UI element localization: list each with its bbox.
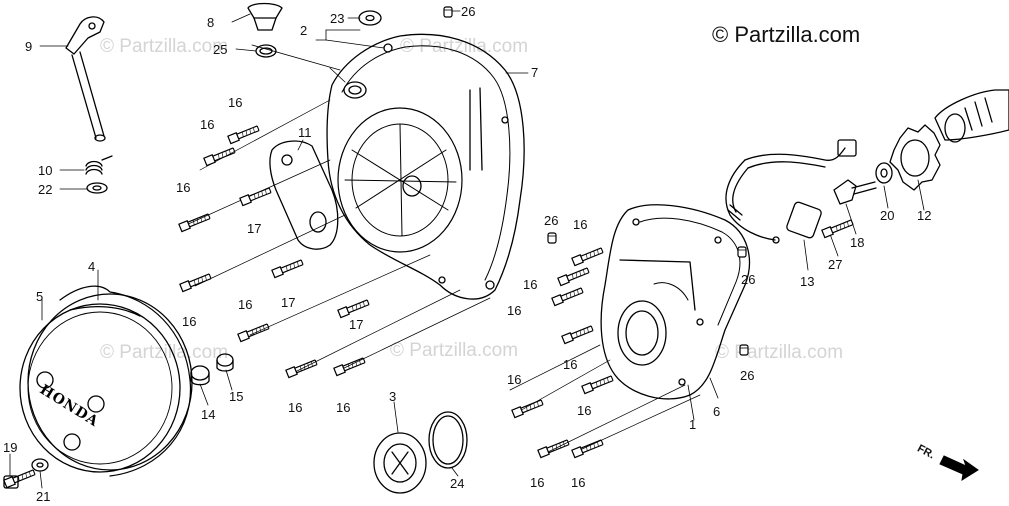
part-label: 16 (530, 475, 545, 490)
part-label: 16 (507, 303, 522, 318)
part-label: 16 (200, 117, 215, 132)
part-label: 16 (336, 400, 351, 415)
part-label: 13 (800, 274, 815, 289)
part-label: 4 (88, 259, 96, 274)
part-label: 8 (207, 15, 215, 30)
part-label: 16 (182, 314, 197, 329)
part-label: 7 (531, 65, 539, 80)
part-label: 16 (238, 297, 253, 312)
part-label: 9 (25, 39, 33, 54)
watermark: © Partzilla.com (390, 340, 519, 361)
part-label: 22 (38, 182, 53, 197)
part-label: 16 (176, 180, 191, 195)
part-label: 27 (828, 257, 843, 272)
part-label: 25 (213, 42, 228, 57)
part-label: 21 (36, 489, 51, 504)
part-label: 10 (38, 163, 53, 178)
part-label: 6 (713, 404, 721, 419)
part-label: 16 (573, 217, 588, 232)
watermark: © Partzilla.com (100, 36, 229, 57)
part-label: 1 (689, 417, 697, 432)
part-label: 17 (349, 317, 364, 332)
part-label: 11 (298, 125, 312, 140)
watermark: © Partzilla.com (400, 36, 529, 57)
part-label: 2 (300, 23, 308, 38)
part-label: 16 (563, 357, 578, 372)
part-label: 18 (850, 235, 865, 250)
part-label: 16 (523, 277, 538, 292)
part-label: 20 (880, 208, 895, 223)
part-label: 26 (461, 4, 476, 19)
part-label: 16 (571, 475, 586, 490)
part-label: 26 (544, 213, 559, 228)
part-label: 16 (228, 95, 243, 110)
part-label: 26 (741, 272, 756, 287)
part-label: 17 (247, 221, 262, 236)
part-label: 5 (36, 289, 44, 304)
part-label: 26 (740, 368, 755, 383)
part-label: 23 (330, 11, 345, 26)
part-label: 16 (288, 400, 303, 415)
part-label: 16 (577, 403, 592, 418)
copyright-text: © Partzilla.com (712, 22, 861, 47)
part-label: 24 (450, 476, 465, 491)
part-label: 15 (229, 389, 244, 404)
part-label: 12 (917, 208, 932, 223)
part-label: 19 (3, 440, 18, 455)
part-label: 16 (507, 372, 522, 387)
part-label: 14 (201, 407, 216, 422)
part-label: 17 (281, 295, 296, 310)
part-label: 3 (389, 389, 397, 404)
